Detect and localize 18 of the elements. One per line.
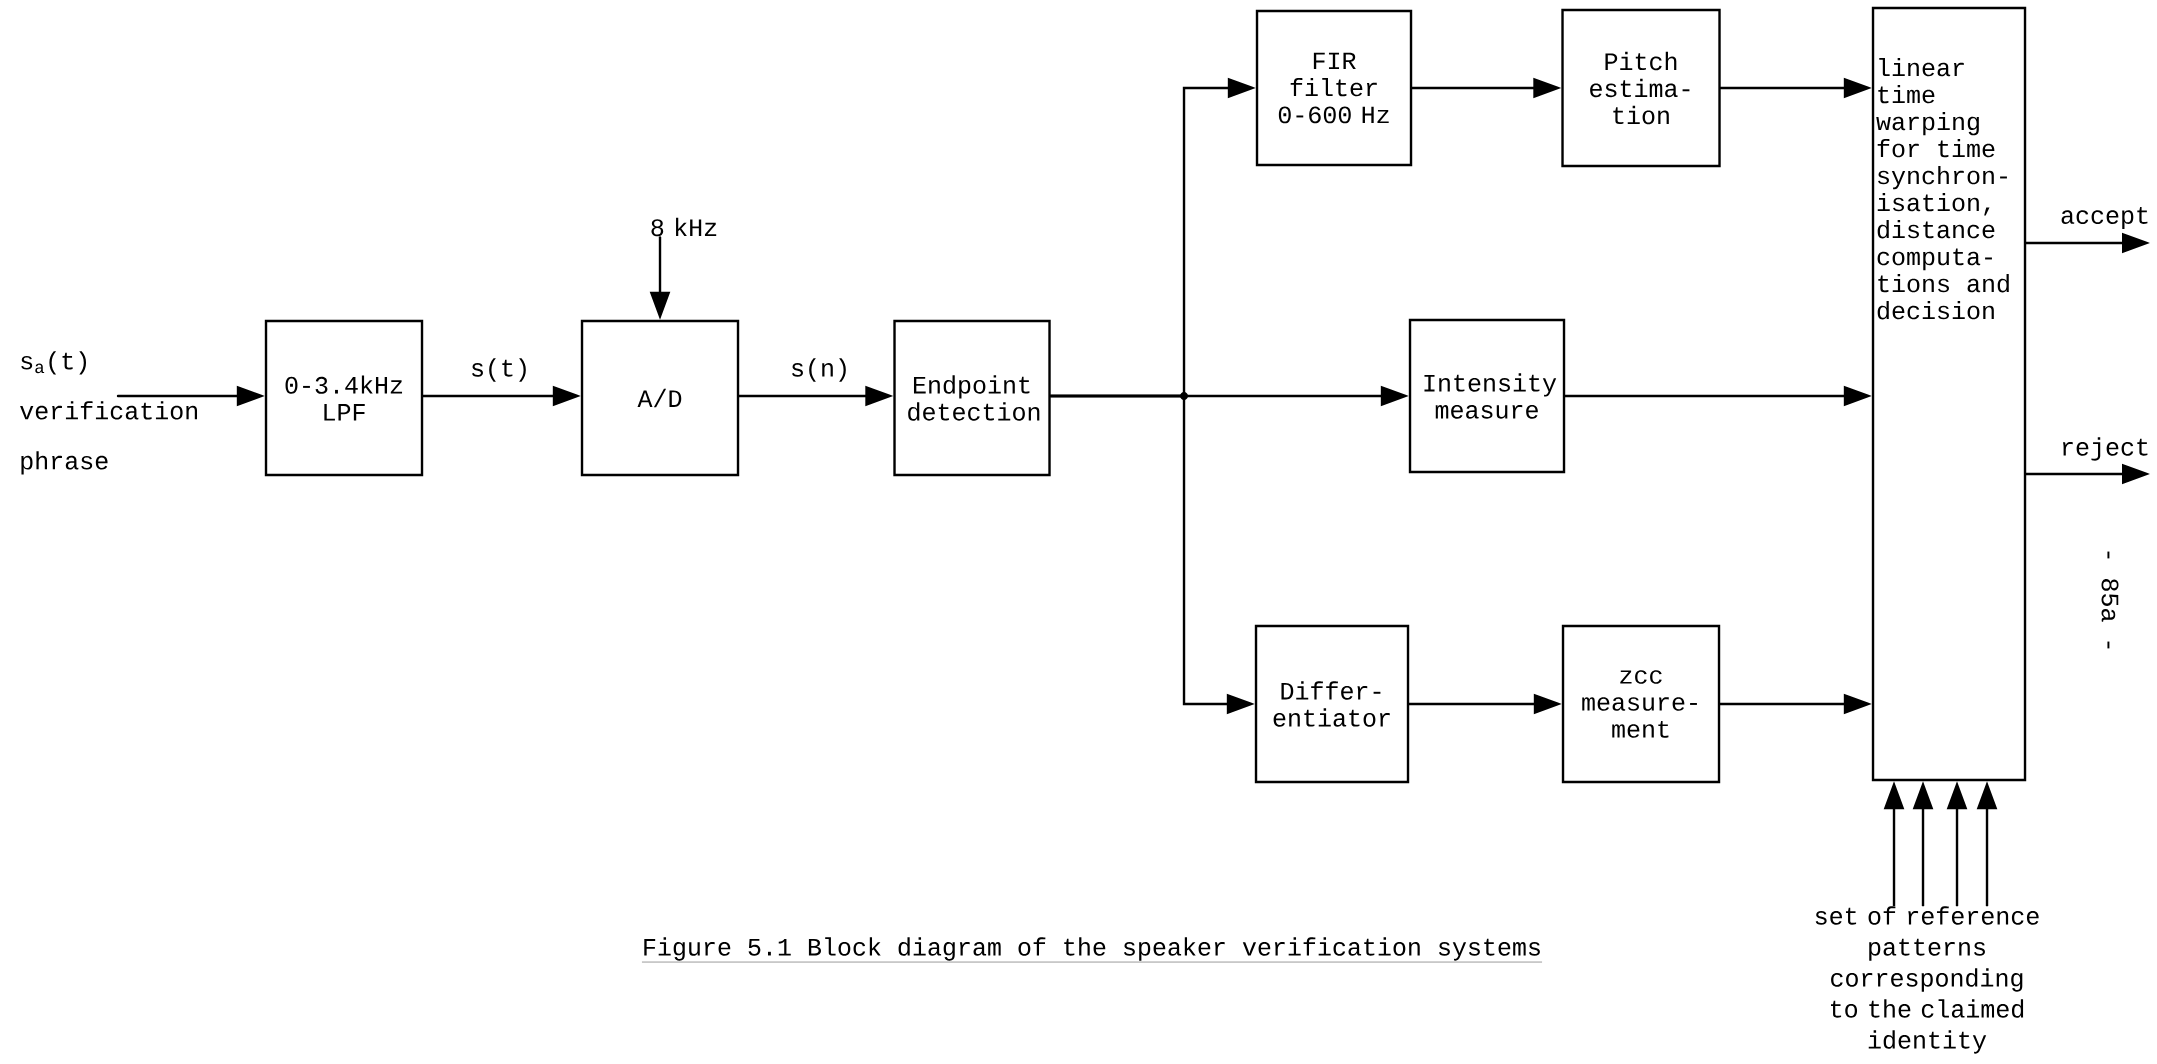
text-label: s$_{a}$(t) verification phrase [20,351,197,475]
process-box: zcc measure- ment [1561,624,1721,784]
decision-box: linear time warping for time synchron- isation, distance computa- tions and decision [1871,6,2027,782]
edge-label: s(n) [788,356,852,384]
process-box: A/D [580,319,740,477]
process-box: 0-3.4kHz LPF [264,319,424,477]
edge-label: s(t) [468,356,532,384]
process-box: Endpoint detection [893,319,1051,477]
caption: Figure 5.1 Block diagram of the speaker verification systems [641,937,1543,963]
edge-label: reject [2058,435,2153,463]
text-label: set of reference patterns corresponding to the claimed identity [1815,906,2039,1054]
process-box: Intensity measure [1408,318,1566,474]
process-box: FIR filter 0-600 Hz [1255,9,1413,167]
process-box: Pitch estima- tion [1561,8,1721,168]
text-label: 8 kHz [651,217,717,237]
edge-label: accept [2058,205,2153,231]
page-number: - 85a - [2101,551,2119,649]
process-box: Differ- entiator [1254,624,1410,784]
